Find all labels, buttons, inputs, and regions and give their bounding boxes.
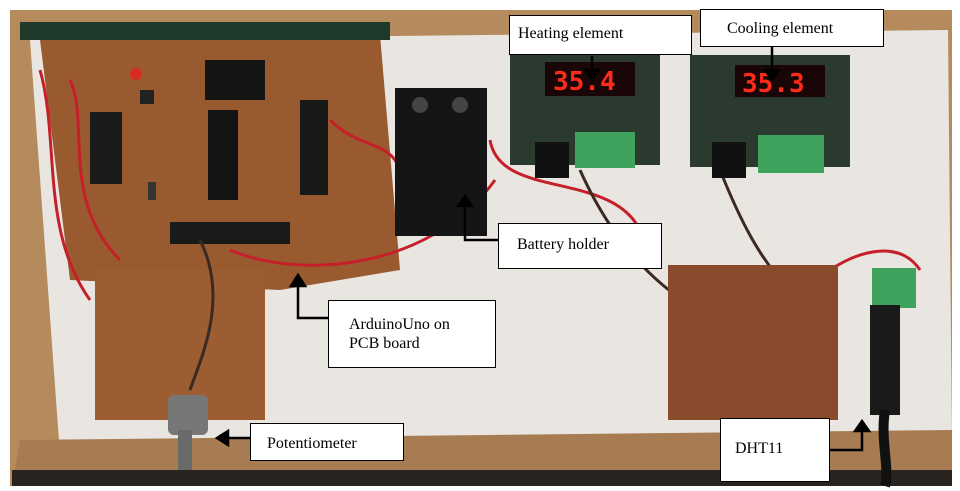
copper-plate <box>668 265 838 420</box>
heating-terminal-block <box>575 132 635 168</box>
wire-red <box>829 249 922 272</box>
arrow-arduino <box>296 280 328 320</box>
table-dark-edge <box>12 470 952 486</box>
wire-dark <box>188 239 215 391</box>
ic-chip-bottom <box>170 222 290 244</box>
label-arduino-pcb: ArduinoUno on PCB board <box>328 300 496 368</box>
label-potentiometer-text: Potentiometer <box>267 435 357 452</box>
arrowhead-battery <box>455 193 475 208</box>
cooling-terminal-block <box>758 135 824 173</box>
voltage-regulator <box>205 60 265 100</box>
arrow-dht11 <box>830 425 864 452</box>
potentiometer-shaft <box>178 430 192 470</box>
label-heating-text: Heating element <box>518 25 624 42</box>
dht11-terminal <box>872 268 916 308</box>
label-battery-text: Battery holder <box>517 236 609 253</box>
label-arduino-line2: PCB board <box>349 335 420 352</box>
arrowhead-heating <box>582 68 602 83</box>
wire-red <box>488 139 642 231</box>
ic-socket-right <box>300 100 328 195</box>
arrowhead-cooling <box>762 68 782 83</box>
label-dht11-text: DHT11 <box>735 440 784 457</box>
pcb-top-strip <box>20 22 390 40</box>
heating-relay <box>535 142 569 178</box>
heating-reading: 35.4 <box>553 67 616 97</box>
label-dht11: DHT11 <box>720 418 830 482</box>
small-component <box>140 90 154 104</box>
ic-chip-center <box>208 110 238 200</box>
battery-holder <box>395 88 487 236</box>
capacitor <box>148 182 156 200</box>
potentiometer-knob <box>168 395 208 435</box>
label-battery-holder: Battery holder <box>498 223 662 269</box>
arrowhead-dht11 <box>852 418 872 433</box>
callout-arrows <box>214 46 872 452</box>
arrow-battery <box>463 200 498 242</box>
ic-chip-left <box>90 112 122 184</box>
wire-red <box>68 79 122 262</box>
battery-contact <box>452 97 468 113</box>
led-red <box>130 68 142 80</box>
arrowhead-potentiometer <box>214 428 230 448</box>
wire-red <box>38 69 92 301</box>
label-heating-element: Heating element <box>509 15 692 55</box>
label-cooling-element: Cooling element <box>700 9 884 47</box>
arrowhead-arduino <box>288 272 308 288</box>
label-potentiometer: Potentiometer <box>250 423 404 461</box>
label-arduino-line1: ArduinoUno on <box>349 316 450 333</box>
cooling-relay <box>712 142 746 178</box>
battery-contact <box>412 97 428 113</box>
dht11-sensor-body <box>870 305 900 415</box>
label-cooling-text: Cooling element <box>727 20 834 37</box>
dht11-cable <box>878 409 892 488</box>
